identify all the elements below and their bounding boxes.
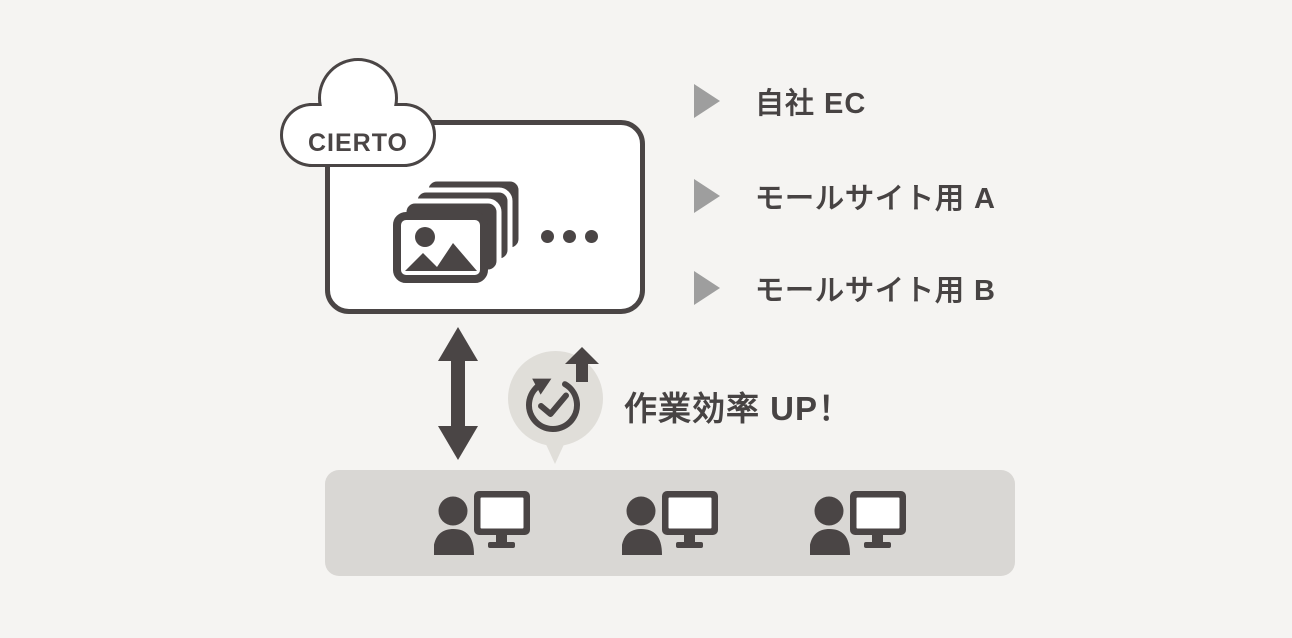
person-computer-icon: [622, 491, 718, 555]
image-stack-icon: [393, 179, 524, 283]
ellipsis-dots-icon: [541, 230, 598, 243]
output-label: モールサイト用 A: [755, 183, 997, 215]
dot: [563, 230, 576, 243]
output-row-mall-b: モールサイト用 B: [694, 271, 996, 307]
up-arrow-icon: [565, 347, 599, 382]
output-row-jisha-ec: 自社 EC: [694, 84, 866, 120]
output-row-mall-a: モールサイト用 A: [694, 179, 996, 215]
efficiency-bubble: [508, 351, 603, 446]
dot: [541, 230, 554, 243]
dot: [585, 230, 598, 243]
right-triangle-icon: [694, 271, 720, 305]
efficiency-label: 作業効率 UP！: [624, 390, 853, 427]
person-computer-icon: [810, 491, 906, 555]
bubble-tail: [544, 440, 566, 464]
right-triangle-icon: [694, 84, 720, 118]
output-label: 自社 EC: [755, 88, 867, 120]
double-arrow-vertical-icon: [438, 327, 478, 460]
output-label: モールサイト用 B: [755, 275, 997, 307]
right-triangle-icon: [694, 179, 720, 213]
clock-speedup-icon: [526, 378, 580, 432]
cierto-asset-box: [325, 120, 645, 314]
users-panel: [325, 470, 1015, 576]
cloud-icon: CIERTO: [280, 58, 436, 167]
person-computer-icon: [434, 491, 530, 555]
cloud-label: CIERTO: [308, 129, 408, 157]
